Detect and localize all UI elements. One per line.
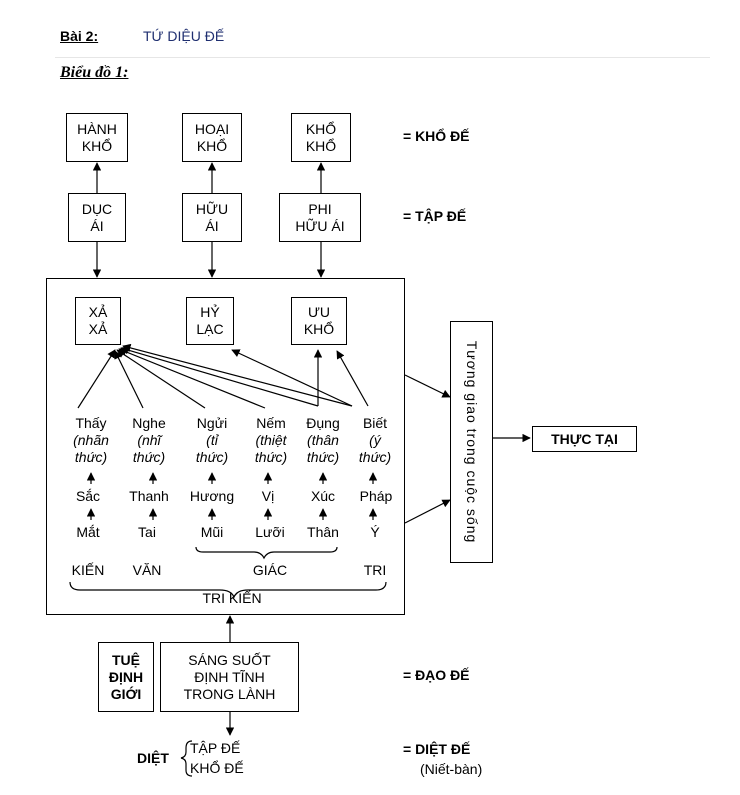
cessation-item-kho: KHỔ ĐẾ	[190, 760, 244, 776]
arrow-to-interaction-bottom	[404, 499, 451, 524]
arrow-to-interaction-top	[404, 374, 451, 398]
consciousness-biet-note2: thức)	[358, 449, 392, 465]
consciousness-nem: Nếm (thiệt thức)	[255, 415, 287, 466]
box-huu-ai: HỮU ÁI	[182, 193, 242, 242]
consciousness-biet-name: Biết	[362, 415, 388, 431]
box-huu-ai-line1: HỮU	[195, 200, 229, 217]
object-huong: Hương	[189, 488, 235, 504]
box-hy-lac: HỶ LẠC	[186, 297, 234, 345]
truth-diet-de: = DIỆT ĐẾ	[403, 741, 471, 757]
organ-y: Ý	[370, 524, 380, 540]
path-dinh: ĐỊNH	[108, 668, 144, 685]
consciousness-nghe-name: Nghe	[132, 415, 166, 431]
consciousness-thay-note2: thức)	[74, 449, 108, 465]
box-xa-line1: XẢ	[88, 304, 108, 320]
box-hanh-kho-line1: HÀNH	[77, 120, 117, 137]
lesson-label: Bài 2:	[60, 28, 99, 44]
box-kho-kho: KHỔ KHỔ	[291, 113, 351, 162]
interaction-label: Tương giao trong cuộc sống	[463, 340, 480, 544]
perception-tri-kien: TRI KIẾN	[202, 590, 262, 606]
box-duc-ai-line1: DỤC	[81, 200, 113, 217]
cessation-item-tap: TẬP ĐẾ	[190, 740, 241, 756]
organ-than: Thân	[307, 524, 339, 540]
path-tue: TUỆ	[112, 651, 140, 668]
truth-dao-de: = ĐẠO ĐẾ	[403, 667, 470, 683]
box-duc-ai-line2: ÁI	[90, 217, 104, 234]
cessation-label: DIỆT	[137, 750, 169, 766]
perception-van: VĂN	[132, 562, 162, 578]
perception-tri: TRI	[363, 562, 387, 578]
consciousness-ngui-note2: thức)	[195, 449, 229, 465]
box-duc-ai: DỤC ÁI	[68, 193, 126, 242]
box-uu-kho: ƯU KHỔ	[291, 297, 347, 345]
box-qualities: SÁNG SUỐT ĐỊNH TĨNH TRONG LÀNH	[160, 642, 299, 712]
quality-dinh-tinh: ĐỊNH TĨNH	[194, 668, 265, 685]
box-hy-line2: LẠC	[196, 321, 224, 337]
header-divider	[55, 57, 710, 58]
reality-label: THỰC TẠI	[551, 430, 618, 447]
organ-luoi: Lưỡi	[255, 524, 285, 540]
box-hoai-kho: HOẠI KHỔ	[182, 113, 242, 162]
box-phi-huu-ai-line1: PHI	[308, 200, 332, 217]
box-hy-line1: HỶ	[200, 304, 220, 320]
consciousness-nghe-note2: thức)	[132, 449, 166, 465]
quality-trong-lanh: TRONG LÀNH	[183, 685, 276, 702]
main-frame	[46, 278, 405, 615]
consciousness-ngui-name: Ngửi	[196, 415, 228, 431]
box-hoai-kho-line1: HOẠI	[194, 120, 230, 137]
box-phi-huu-ai: PHI HỮU ÁI	[279, 193, 361, 242]
consciousness-dung-note2: thức)	[306, 449, 340, 465]
box-hanh-kho: HÀNH KHỔ	[66, 113, 128, 162]
diagram-label: Biểu đồ 1:	[60, 64, 129, 81]
object-xuc: Xúc	[310, 488, 336, 504]
truth-tap-de: = TẬP ĐẾ	[403, 208, 467, 224]
box-hanh-kho-line2: KHỔ	[81, 137, 113, 154]
box-phi-huu-ai-line2: HỮU ÁI	[295, 217, 345, 234]
consciousness-nghe-note1: (nhĩ	[137, 432, 161, 448]
object-sac: Sắc	[75, 488, 101, 504]
box-kho-kho-line2: KHỔ	[305, 137, 337, 154]
box-huu-ai-line2: ÁI	[205, 217, 219, 234]
consciousness-nem-note1: (thiệt	[255, 432, 287, 448]
consciousness-thay-name: Thấy	[75, 415, 107, 431]
box-uu-line1: ƯU	[307, 304, 331, 320]
object-phap: Pháp	[359, 488, 393, 504]
perception-giac: GIÁC	[252, 562, 288, 578]
quality-sang-suot: SÁNG SUỐT	[188, 651, 271, 668]
consciousness-dung-name: Đụng	[306, 415, 340, 431]
consciousness-biet-note1: (ý	[369, 432, 381, 448]
consciousness-nem-note2: thức)	[254, 449, 288, 465]
organ-tai: Tai	[138, 524, 156, 540]
consciousness-thay: Thấy (nhãn thức)	[73, 415, 109, 466]
box-xa-xa: XẢ XẢ	[75, 297, 121, 345]
consciousness-biet: Biết (ý thức)	[359, 415, 391, 466]
organ-mat: Mắt	[76, 524, 100, 540]
box-tue-dinh-gioi: TUỆ ĐỊNH GIỚI	[98, 642, 154, 712]
consciousness-nghe: Nghe (nhĩ thức)	[132, 415, 165, 466]
object-vi: Vị	[261, 488, 275, 504]
perception-kien: KIẾN	[71, 562, 105, 578]
path-gioi: GIỚI	[110, 685, 142, 702]
consciousness-nem-name: Nếm	[256, 415, 286, 431]
box-uu-line2: KHỔ	[303, 321, 335, 337]
box-kho-kho-line1: KHỔ	[305, 120, 337, 137]
box-xa-line2: XẢ	[88, 321, 108, 337]
organ-mui: Mũi	[200, 524, 224, 540]
consciousness-ngui: Ngửi (tỉ thức)	[196, 415, 228, 466]
object-thanh: Thanh	[129, 488, 169, 504]
consciousness-dung-note1: (thân	[307, 432, 339, 448]
lesson-title: TỨ DIỆU ĐẾ	[143, 28, 225, 44]
consciousness-dung: Đụng (thân thức)	[306, 415, 339, 466]
reality-box: THỰC TẠI	[532, 426, 637, 452]
box-hoai-kho-line2: KHỔ	[196, 137, 228, 154]
consciousness-thay-note1: (nhãn	[73, 432, 109, 448]
consciousness-ngui-note1: (tỉ	[206, 432, 218, 448]
interaction-box: Tương giao trong cuộc sống	[450, 321, 493, 563]
nirvana-note: (Niết-bàn)	[420, 761, 483, 777]
truth-kho-de: = KHỔ ĐẾ	[403, 128, 470, 144]
